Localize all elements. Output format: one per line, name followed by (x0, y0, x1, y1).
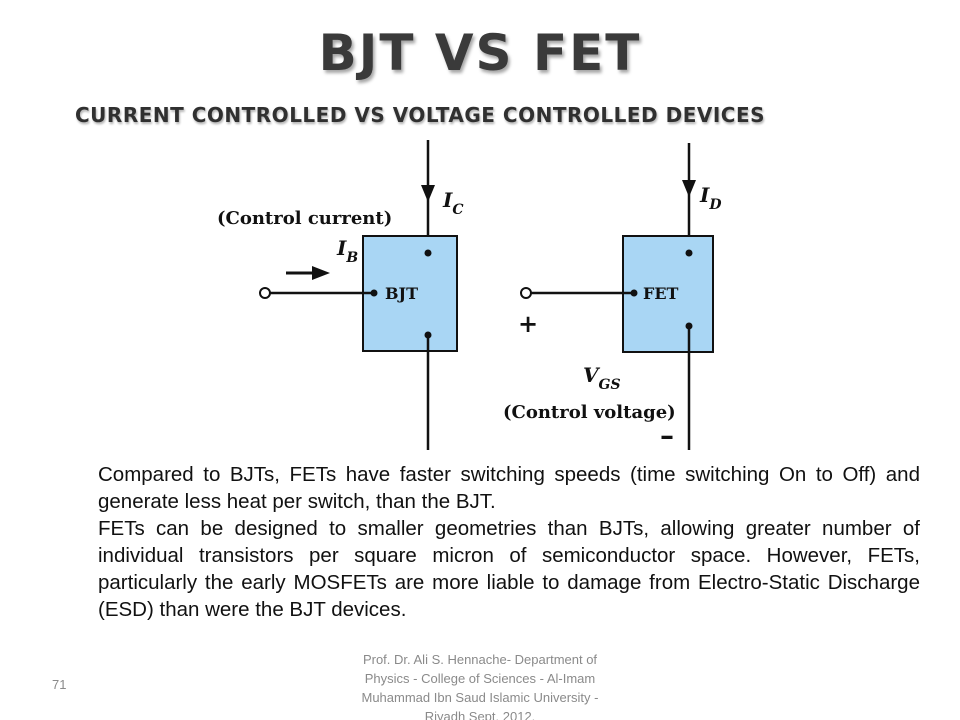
bjt-collector-node (424, 249, 432, 257)
ib-label: IB (336, 236, 358, 266)
bjt-control-label: (Control current) (217, 208, 392, 229)
bjt-base-node (370, 289, 378, 297)
footer-credit: Prof. Dr. Ali S. Hennache- Department of… (361, 652, 599, 720)
fet-drain-node (685, 249, 693, 257)
fet-control-label: (Control voltage) (503, 402, 676, 423)
ib-arrow-icon (312, 266, 330, 280)
id-arrow-icon (682, 180, 696, 197)
slide-title: BJT VS FET (318, 24, 642, 82)
vgs-minus-sign: – (660, 419, 674, 452)
vgs-plus-sign: + (518, 309, 538, 338)
bjt-base-terminal (259, 287, 271, 299)
slide-subtitle: CURRENT CONTROLLED VS VOLTAGE CONTROLLED… (75, 103, 766, 127)
ic-label: IC (442, 188, 464, 218)
vgs-label: VGS (583, 363, 621, 393)
fet-gate-terminal (520, 287, 532, 299)
body-paragraph-2: FETs can be designed to smaller geometri… (98, 517, 920, 621)
bjt-device-label: BJT (385, 284, 418, 303)
fet-device-label: FET (643, 284, 679, 303)
fet-gate-node (630, 289, 638, 297)
id-label: ID (699, 183, 722, 213)
body-text: Compared to BJTs, FETs have faster switc… (98, 461, 920, 623)
body-paragraph-1: Compared to BJTs, FETs have faster switc… (98, 463, 920, 513)
fet-circuit: ID FET + VGS (Control voltage) – (503, 143, 722, 452)
ic-arrow-icon (421, 185, 435, 202)
page-number: 71 (52, 677, 67, 692)
bjt-circuit: (Control current) IC IB BJT (217, 140, 464, 450)
fet-device-box (622, 235, 714, 353)
